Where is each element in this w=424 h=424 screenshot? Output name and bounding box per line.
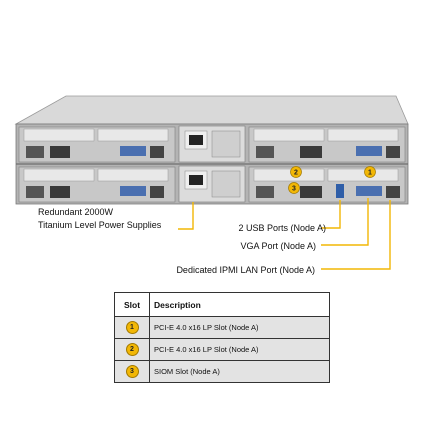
header-description: Description [149, 292, 330, 317]
vga-port-label: VGA Port (Node A) [240, 241, 316, 251]
header-slot: Slot [114, 292, 150, 317]
vga-port [356, 186, 382, 196]
badge-slot-1: 1 [364, 166, 376, 178]
table-row: 1 PCI-E 4.0 x16 LP Slot (Node A) [114, 316, 330, 339]
chassis-top-cover [14, 95, 409, 125]
badge-slot-3: 3 [288, 182, 300, 194]
usb-callout-line [321, 200, 341, 229]
slot-legend-table: Slot Description 1 PCI-E 4.0 x16 LP Slot… [114, 292, 330, 383]
slot-cell: 3 [114, 360, 150, 383]
ipmi-callout-line [321, 200, 391, 270]
table-row: 2 PCI-E 4.0 x16 LP Slot (Node A) [114, 338, 330, 361]
slot-badge: 1 [125, 321, 139, 334]
usb-ports-label: 2 USB Ports (Node A) [238, 223, 326, 233]
slot-cell: 2 [114, 338, 150, 361]
svg-text:2: 2 [294, 170, 298, 177]
vga-callout-line [321, 198, 369, 246]
table-header-row: Slot Description [114, 292, 330, 317]
description-cell: PCI-E 4.0 x16 LP Slot (Node A) [149, 338, 330, 361]
slot-cell: 1 [114, 316, 150, 339]
badge-slot-2: 2 [290, 166, 302, 178]
description-cell: PCI-E 4.0 x16 LP Slot (Node A) [149, 316, 330, 339]
slot-badge: 2 [125, 343, 139, 356]
psu-label-line-1: Redundant 2000W [38, 207, 114, 217]
power-supply-top [178, 125, 246, 163]
psu-label-line-2: Titanium Level Power Supplies [38, 220, 162, 230]
psu-callout-line [178, 202, 194, 230]
description-cell: SIOM Slot (Node A) [149, 360, 330, 383]
table-row: 3 SIOM Slot (Node A) [114, 360, 330, 383]
node-bottom-left [18, 166, 176, 203]
ipmi-lan-port [386, 186, 400, 198]
svg-text:1: 1 [368, 170, 372, 177]
psu-label: Redundant 2000W Titanium Level Power Sup… [38, 206, 188, 232]
svg-text:3: 3 [292, 186, 296, 193]
node-top-left [18, 126, 176, 163]
node-top-right [248, 126, 406, 163]
usb-ports [336, 184, 344, 198]
node-bottom-right-node-a [248, 166, 406, 203]
slot-badge: 3 [125, 365, 139, 378]
callout-lines [178, 198, 391, 270]
power-supply-bottom [178, 165, 246, 203]
ipmi-port-label: Dedicated IPMI LAN Port (Node A) [176, 265, 315, 275]
